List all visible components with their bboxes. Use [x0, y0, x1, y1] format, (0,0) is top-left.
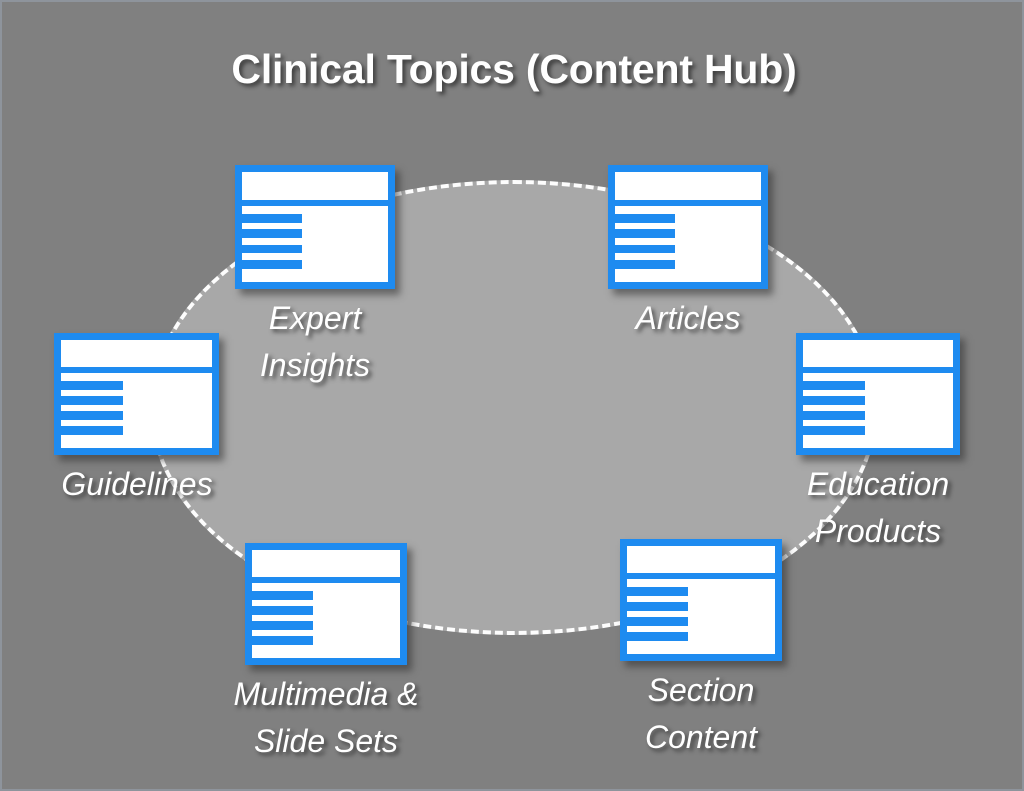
- diagram-node-guidelines[interactable]: Guidelines: [54, 333, 262, 508]
- window-with-sidebar-icon: [245, 543, 407, 665]
- sidebar-bar: [615, 244, 675, 254]
- sidebar-bar: [627, 617, 688, 626]
- sidebar-bar: [615, 229, 675, 238]
- page-title: Clinical Topics (Content Hub): [231, 46, 797, 92]
- window-titlebar: [242, 172, 388, 200]
- window-titlebar: [61, 340, 212, 367]
- sidebar-bar: [252, 636, 313, 645]
- node-label: Expert Insights: [259, 300, 371, 384]
- window-with-sidebar-icon: [54, 333, 219, 455]
- sidebar-bar: [252, 606, 313, 615]
- node-label: Guidelines: [61, 466, 213, 502]
- window-body: [252, 583, 400, 658]
- window-with-sidebar-icon: [235, 165, 395, 289]
- sidebar-bar: [803, 426, 865, 435]
- sidebar-bar: [803, 381, 865, 390]
- sidebar-bar: [627, 587, 688, 596]
- window-titlebar: [615, 172, 761, 200]
- window-with-sidebar-icon: [620, 539, 782, 661]
- window-titlebar: [627, 546, 775, 573]
- window-body: [61, 373, 212, 448]
- window-with-sidebar-icon: [796, 333, 960, 455]
- window-titlebar: [803, 340, 953, 367]
- window-with-sidebar-icon: [608, 165, 768, 289]
- sidebar-bar: [61, 426, 123, 435]
- sidebar-bar: [615, 213, 675, 223]
- node-label: Education Products: [806, 466, 950, 550]
- window-body: [615, 205, 761, 282]
- sidebar-bar: [803, 411, 865, 420]
- sidebar-bar: [627, 602, 688, 611]
- node-label: Section Content: [644, 672, 758, 756]
- window-titlebar: [252, 550, 400, 577]
- sidebar-bar: [61, 381, 123, 390]
- sidebar-bar: [242, 213, 302, 223]
- sidebar-bar: [252, 591, 313, 600]
- diagram-node-expert-insights[interactable]: Expert Insights: [235, 165, 440, 389]
- sidebar-bar: [627, 632, 688, 641]
- diagram-node-multimedia-slide-sets[interactable]: Multimedia & Slide Sets: [234, 543, 476, 765]
- diagram-node-section-content[interactable]: Section Content: [620, 539, 831, 761]
- sidebar-bar: [61, 396, 123, 405]
- sidebar-bar: [803, 396, 865, 405]
- window-body: [242, 205, 388, 282]
- window-body: [803, 373, 953, 448]
- sidebar-bar: [252, 621, 313, 630]
- window-body: [627, 579, 775, 654]
- node-label: Multimedia & Slide Sets: [233, 676, 419, 760]
- sidebar-bar: [615, 259, 675, 269]
- diagram-node-education-products[interactable]: Education Products: [796, 333, 1003, 555]
- sidebar-bar: [242, 259, 302, 269]
- node-label: Articles: [635, 300, 741, 336]
- sidebar-bar: [242, 244, 302, 254]
- diagram-node-articles[interactable]: Articles: [608, 165, 813, 342]
- sidebar-bar: [242, 229, 302, 238]
- sidebar-bar: [61, 411, 123, 420]
